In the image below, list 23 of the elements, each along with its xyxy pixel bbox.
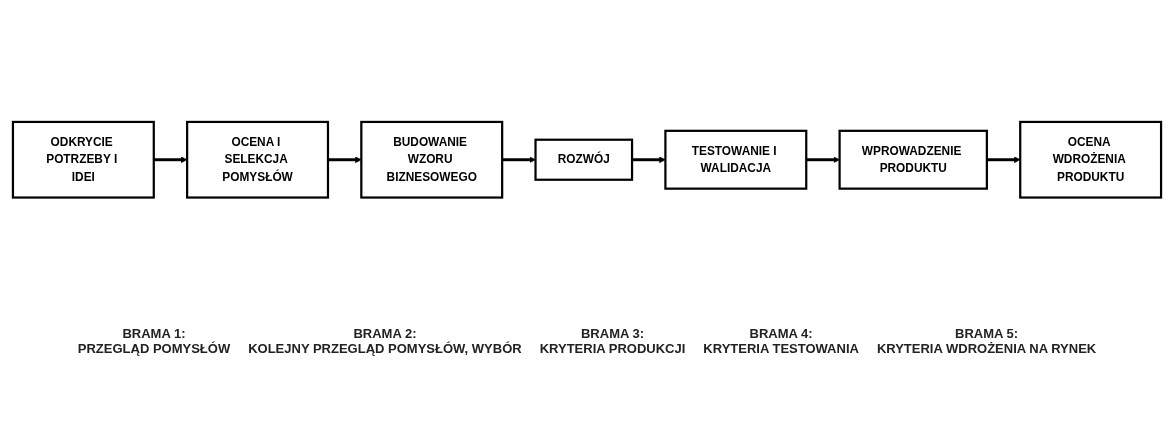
gate-criteria: KRYTERIA WDROŻENIA NA RYNEK	[876, 341, 1097, 356]
arrow	[632, 156, 666, 164]
gate-heading: BRAMA 4:	[749, 326, 813, 341]
node-box: OCENA WDROŻENIA PRODUKTU	[1019, 121, 1163, 199]
node-box: BUDOWANIE WZORU BIZNESOWEGO	[360, 121, 504, 199]
node-box: TESTOWANIE I WALIDACJA	[664, 130, 808, 190]
arrow	[153, 156, 188, 164]
node-box: ODKRYCIE POTRZEBY I IDEI	[11, 121, 155, 199]
node-box: ROZWÓJ	[534, 138, 634, 182]
node-box: WPROWADZENIE PRODUKTU	[838, 130, 988, 190]
gate-criteria: KOLEJNY PRZEGLĄD POMYSŁÓW, WYBÓR	[248, 341, 522, 356]
arrow	[327, 156, 362, 164]
arrow	[986, 156, 1021, 164]
arrow	[806, 156, 840, 164]
arrow	[502, 156, 536, 164]
gate-criteria: PRZEGLĄD POMYSŁÓW	[77, 341, 231, 356]
node-box: OCENA I SELEKCJA POMYSŁÓW	[186, 121, 330, 199]
gate-criteria: KRYTERIA TESTOWANIA	[703, 341, 859, 356]
gate-heading: BRAMA 3:	[581, 326, 645, 341]
gate-heading: BRAMA 2:	[353, 326, 417, 341]
gate-heading: BRAMA 5:	[955, 326, 1019, 341]
gate-criteria: KRYTERIA PRODUKCJI	[539, 341, 686, 356]
gate-heading: BRAMA 1:	[122, 326, 186, 341]
